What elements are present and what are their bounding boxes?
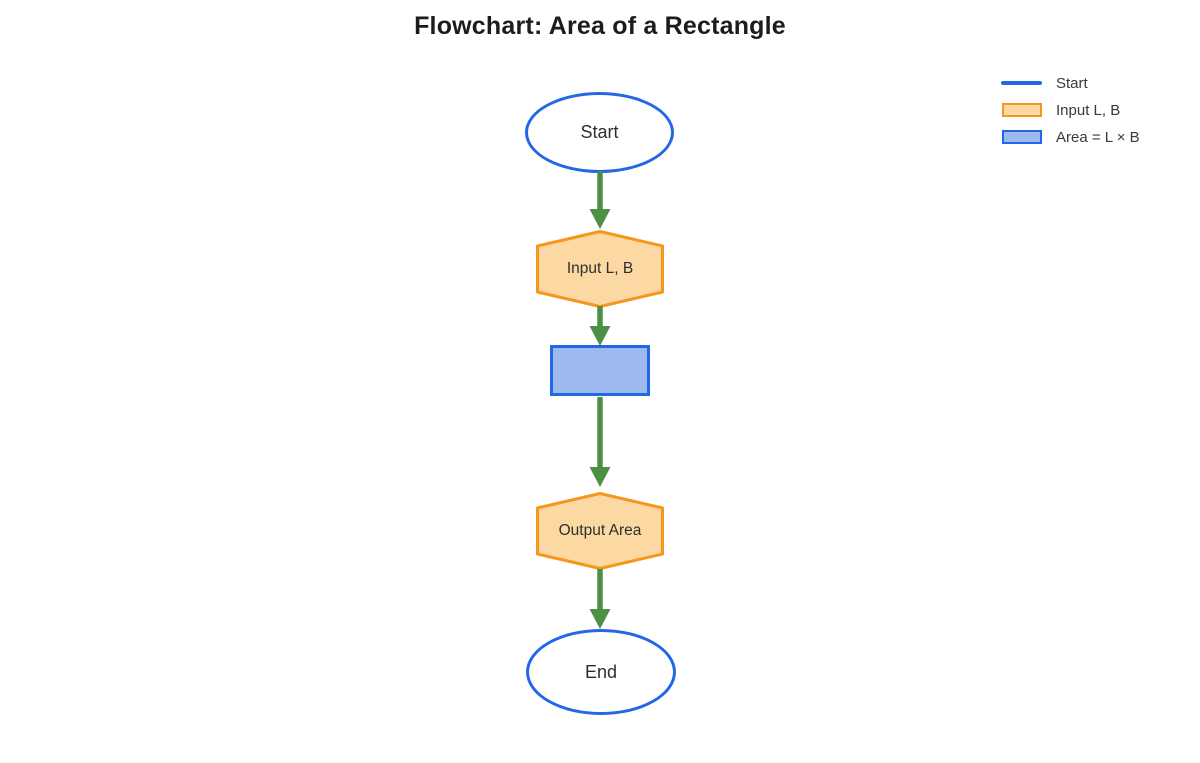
node-start-label: Start <box>580 122 619 142</box>
node-area-rect <box>550 345 650 396</box>
edge-arrow-output-to-end <box>589 569 611 629</box>
node-start-ellipse: Start <box>525 92 674 173</box>
node-area-label <box>553 348 647 393</box>
legend-item-label: Input L, B <box>1056 101 1121 119</box>
blue-line-swatch-icon <box>1001 81 1042 85</box>
legend-item-label: Area = L × B <box>1056 128 1140 146</box>
node-end-label: End <box>584 661 618 682</box>
legend-swatch-input-rect <box>1001 103 1042 117</box>
legend-swatch-area-rect <box>1001 130 1042 144</box>
blue-rect-swatch-icon <box>1001 130 1042 144</box>
arrow-down-icon <box>589 306 611 346</box>
legend-item-label: Start <box>1056 74 1088 92</box>
legend-item-input: Input L, B <box>1001 101 1140 119</box>
edge-arrow-input-to-area <box>589 306 611 346</box>
edge-arrow-start-to-input <box>589 171 611 229</box>
node-end-ellipse: End <box>526 629 676 715</box>
node-output-hexagon: Output Area <box>536 492 664 570</box>
legend-item-start: Start <box>1001 74 1140 92</box>
arrow-down-icon <box>589 397 611 487</box>
page-title: Flowchart: Area of a Rectangle <box>414 12 786 40</box>
legend-swatch-start-line <box>1001 81 1042 85</box>
orange-rect-swatch-icon <box>1001 103 1042 117</box>
hexagon-shape-icon <box>536 492 664 570</box>
edge-arrow-area-to-output <box>589 397 611 487</box>
arrow-down-icon <box>589 171 611 229</box>
arrow-down-icon <box>589 569 611 629</box>
node-input-hexagon: Input L, B <box>536 230 664 308</box>
node-output-label: Output Area <box>558 522 642 539</box>
legend-item-area: Area = L × B <box>1001 128 1140 146</box>
legend: Start Input L, B Area = L × B <box>1001 74 1140 146</box>
node-input-label: Input L, B <box>566 260 634 277</box>
